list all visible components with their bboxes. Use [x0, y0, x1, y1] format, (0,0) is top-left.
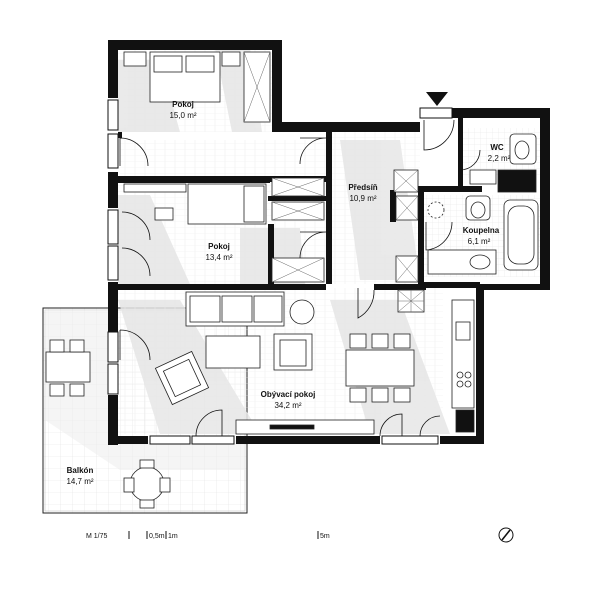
- room-area-balkon: 14,7 m²: [66, 477, 93, 486]
- room-name-koupelna: Koupelna: [463, 226, 500, 235]
- compass-icon: [498, 527, 514, 543]
- wc-fixtures: [469, 133, 537, 193]
- room-area-pokoj-1: 15,0 m²: [169, 111, 196, 120]
- room-name-pokoj-2: Pokoj: [208, 242, 230, 251]
- bedroom1-furniture: [123, 51, 271, 123]
- scale-bar: M 1/75 0,5m 1m 5m: [86, 531, 330, 540]
- scale-ratio: M 1/75: [86, 533, 108, 540]
- windows: [107, 99, 453, 445]
- bathroom-fixtures: [427, 195, 539, 275]
- room-name-obyvaci-pokoj: Obývací pokoj: [261, 390, 316, 399]
- room-area-pokoj-2: 13,4 m²: [205, 253, 232, 262]
- room-name-pokoj-1: Pokoj: [172, 100, 194, 109]
- room-name-balkon: Balkón: [67, 466, 94, 475]
- balcony-furniture: [45, 339, 171, 509]
- room-name-predsin: Předsíň: [348, 183, 377, 192]
- bedroom2-furniture: [123, 177, 325, 283]
- scale-tick-5m: 5m: [320, 533, 330, 540]
- room-area-koupelna: 6,1 m²: [468, 237, 491, 246]
- living-furniture: [154, 289, 475, 435]
- walls: [108, 40, 550, 445]
- room-area-predsin: 10,9 m²: [349, 194, 376, 203]
- scale-tick-1m: 1m: [168, 533, 178, 540]
- room-name-wc: WC: [490, 143, 504, 152]
- room-area-obyvaci-pokoj: 34,2 m²: [274, 401, 301, 410]
- room-area-wc: 2,2 m²: [488, 154, 511, 163]
- entrance-arrow-icon: [426, 92, 448, 106]
- scale-tick-0-5m: 0,5m: [149, 533, 165, 540]
- hallway-furniture: [393, 169, 419, 283]
- room-labels: Pokoj 15,0 m² Pokoj 13,4 m² Předsíň 10,9…: [66, 100, 510, 486]
- doors: [119, 119, 481, 437]
